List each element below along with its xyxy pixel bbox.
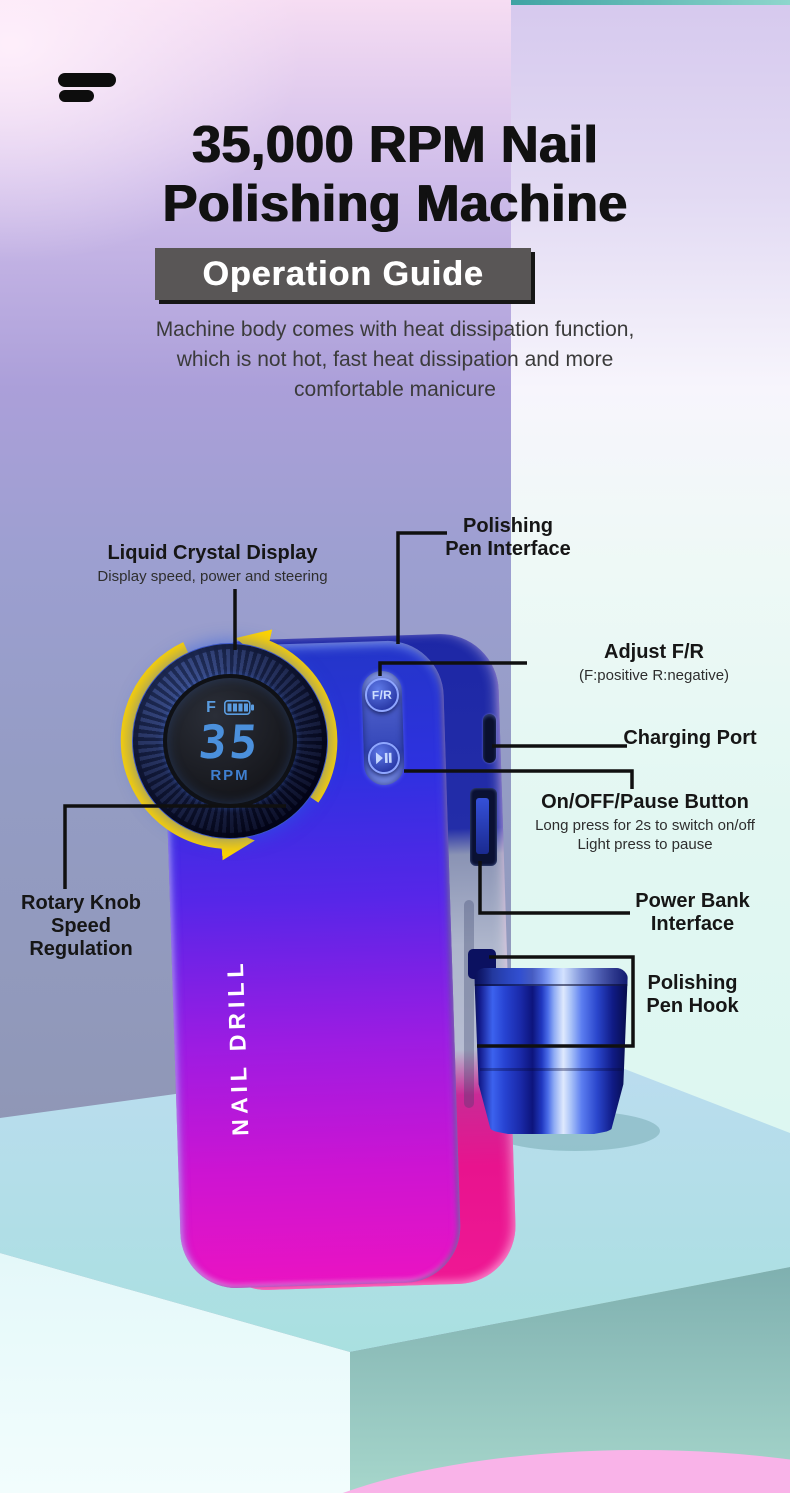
page-title: 35,000 RPM Nail Polishing Machine [162,116,628,233]
lcd-unit: RPM [210,766,250,784]
callout-power-button: On/OFF/Pause Button Long press for 2s to… [510,791,780,854]
pink-floor-ellipse [342,1450,790,1493]
callout-adjust-fr-desc: (F:positive R:negative) [578,667,730,684]
callout-rotary-knob-title: Rotary Knob Speed Regulation [21,892,141,960]
callout-pen-hook: Polishing Pen Hook [615,972,770,1018]
hook-rail [464,900,474,1108]
operation-guide-banner: Operation Guide [155,248,531,300]
subtitle-text: Machine body comes with heat dissipation… [155,318,635,401]
callout-adjust-fr-title: Adjust F/R [604,641,704,663]
power-bank-port [470,788,497,866]
callout-lcd-desc: Display speed, power and steering [97,568,328,585]
lcd-screen: F 35 RPM [163,674,297,808]
callout-rotary-knob: Rotary Knob Speed Regulation [0,892,162,961]
charging-port [483,714,496,763]
polishing-pen-hook-cup [474,968,628,1134]
play-pause-button [367,741,401,775]
callout-power-bank-title: Power Bank Interface [635,890,750,935]
callout-charging-port-title: Charging Port [623,727,757,749]
lcd-speed-value: 35 [196,714,264,769]
pedestal-left-face [0,1253,350,1493]
fr-button-label: F/R [371,687,393,703]
rotary-knob: F 35 RPM [132,643,328,839]
callout-pen-interface-title: Polishing Pen Interface [445,515,571,560]
pedestal-right-face [350,1267,790,1493]
fr-button: F/R [364,677,400,713]
device-brand-text: NAIL DRILL [221,958,254,1137]
callout-power-bank: Power Bank Interface [600,890,785,936]
callout-power-button-title: On/OFF/Pause Button [541,791,749,813]
button-cluster: F/R [361,670,405,786]
callout-power-button-desc: Long press for 2s to switch on/off Light… [535,817,755,853]
play-pause-icon [375,752,392,765]
battery-icon [223,700,254,715]
callout-charging-port: Charging Port [560,727,790,750]
callout-lcd-display: Liquid Crystal Display Display speed, po… [90,542,335,586]
callout-pen-interface: Polishing Pen Interface [424,515,592,561]
callout-lcd-title: Liquid Crystal Display [107,542,318,564]
top-teal-strip [511,0,790,5]
callout-adjust-fr: Adjust F/R (F:positive R:negative) [528,641,780,685]
callout-pen-hook-title: Polishing Pen Hook [646,972,739,1017]
banner-label: Operation Guide [202,254,484,293]
brand-logo [58,73,116,87]
brand-logo-bar2 [59,90,94,102]
lcd-direction: F [206,698,216,716]
